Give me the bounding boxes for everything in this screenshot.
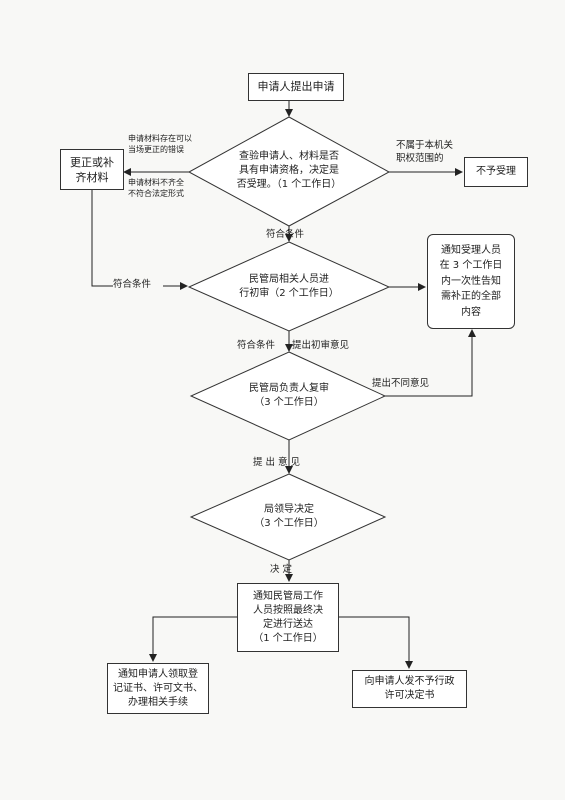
label-meets-conditions-1: 符合条件: [266, 229, 305, 240]
label-decision: 决 定: [270, 564, 293, 575]
label-propose-opinion: 提 出 意 见: [253, 457, 301, 468]
leader-decision-text: 局领导决定 （3 个工作日）: [254, 504, 324, 529]
notify-applicant-node: 通知申请人领取登 记证书、许可文书、 办理相关手续: [107, 663, 209, 714]
label-correctable-errors: 申请材料存在可以 当场更正的错误: [128, 134, 192, 154]
label-incomplete-materials: 申请材料不齐全 不符合法定形式: [128, 178, 184, 198]
label-different-opinion: 提出不同意见: [372, 378, 430, 389]
notify-supplement-node: 通知受理人员 在 3 个工作日 内一次性告知 需补正的全部 内容: [427, 234, 515, 329]
label-initial-opinion: 提出初审意见: [292, 340, 350, 351]
notify-staff-node: 通知民管局工作 人员按照最终决 定进行送达 （1 个工作日）: [237, 583, 339, 652]
issue-rejection-node: 向申请人发不予行政 许可决定书: [352, 670, 467, 708]
label-not-in-scope: 不属于本机关 职权范围的: [396, 140, 454, 164]
initial-review-text: 民管局相关人员进 行初审（2 个工作日）: [239, 274, 339, 299]
director-review-text: 民管局负责人复审 （3 个工作日）: [249, 383, 329, 408]
reject-node: 不予受理: [464, 157, 528, 187]
start-node: 申请人提出申请: [248, 73, 344, 101]
correct-materials-node: 更正或补 齐材料: [60, 149, 124, 190]
label-meets-conditions-2: 符合条件: [113, 278, 163, 291]
check-eligibility-text: 查验申请人、材料是否 具有申请资格，决定是 否受理。（1 个工作日）: [236, 151, 342, 190]
label-meets-conditions-3: 符合条件: [237, 340, 276, 351]
